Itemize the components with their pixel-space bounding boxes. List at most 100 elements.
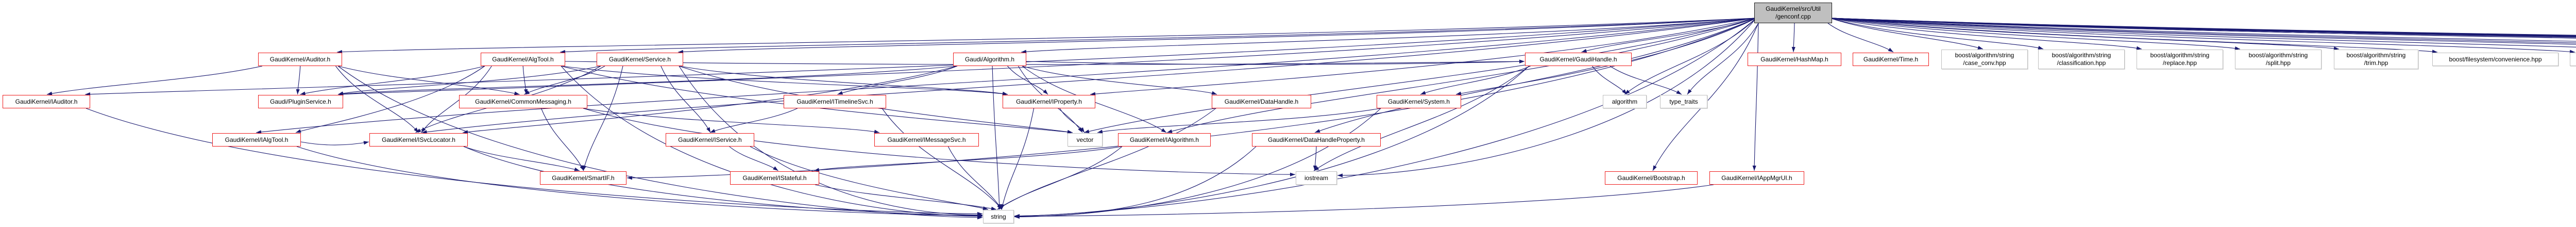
node-ialgorithm-h[interactable]: GaudiKernel/IAlgorithm.h <box>1118 133 1211 147</box>
dependency-edge <box>1455 18 1757 95</box>
dependency-edge <box>1829 18 1984 50</box>
dependency-edge <box>1829 18 2576 47</box>
node-service-h[interactable]: GaudiKernel/Service.h <box>597 53 683 66</box>
dependency-edge <box>336 18 1757 53</box>
dependency-edge-arrowhead <box>1021 50 1027 54</box>
dependency-edge-arrowhead <box>300 91 306 95</box>
dependency-edge-arrowhead <box>421 127 426 133</box>
dependency-edge <box>296 146 983 216</box>
dependency-edge-arrowhead <box>1211 91 1217 95</box>
dependency-edge-arrowhead <box>47 91 53 95</box>
node-algorithm-std: algorithm <box>1603 95 1647 108</box>
dependency-edge-arrowhead <box>2234 46 2240 51</box>
node-classification: boost/algorithm/string /classification.h… <box>2038 50 2125 69</box>
node-bootstrap-h[interactable]: GaudiKernel/Bootstrap.h <box>1605 171 1698 185</box>
dependency-edge-arrowhead <box>1752 165 1756 171</box>
dependency-edge <box>1829 18 2438 53</box>
dependency-edge-arrowhead <box>2038 45 2043 50</box>
dependency-edge <box>1829 18 2044 50</box>
dependency-edge <box>1166 18 1757 133</box>
dependency-edge-arrowhead <box>256 130 262 134</box>
dependency-edge <box>709 108 798 133</box>
dependency-edge <box>882 108 1003 210</box>
dependency-edge-arrowhead <box>1290 172 1295 176</box>
dependency-edge-arrowhead <box>583 165 587 171</box>
node-datahandle-h[interactable]: GaudiKernel/DataHandle.h <box>1212 95 1311 108</box>
node-algtool-h[interactable]: GaudiKernel/AlgTool.h <box>481 53 565 66</box>
dependency-edge-arrowhead <box>1581 48 1587 53</box>
dependency-edge-arrowhead <box>1653 165 1657 171</box>
dependency-edge-arrowhead <box>1977 45 1983 50</box>
dependency-edge-arrowhead <box>1420 91 1426 94</box>
node-ialgtool-h[interactable]: GaudiKernel/IAlgTool.h <box>212 133 301 147</box>
node-iservice-h[interactable]: GaudiKernel/IService.h <box>666 133 754 147</box>
dependency-edge <box>679 66 1008 95</box>
dependency-edge <box>335 66 419 133</box>
dependency-edge <box>86 108 983 214</box>
dependency-edge <box>583 108 880 133</box>
dependency-edge <box>1090 18 1757 95</box>
dependency-edge-arrowhead <box>2136 46 2142 50</box>
dependency-edge-arrowhead <box>1315 129 1320 133</box>
node-iostream: iostream <box>1296 171 1337 185</box>
dependency-edge <box>1021 18 1757 53</box>
dependency-edge-arrowhead <box>338 92 344 96</box>
node-datahandleproperty-h[interactable]: GaudiKernel/DataHandleProperty.h <box>1252 133 1381 147</box>
dependency-edge <box>660 66 711 133</box>
node-gaudihandle-h[interactable]: GaudiKernel/GaudiHandle.h <box>1525 53 1632 66</box>
node-split: boost/algorithm/string /split.hpp <box>2235 50 2321 69</box>
dependency-edge-arrowhead <box>2569 50 2575 54</box>
node-itimelinesvc-h[interactable]: GaudiKernel/ITimelineSvc.h <box>784 95 886 108</box>
node-hashmap-h[interactable]: GaudiKernel/HashMap.h <box>1748 53 1841 66</box>
node-isvclocator-h[interactable]: GaudiKernel/ISvcLocator.h <box>369 133 468 147</box>
node-iproperty-h[interactable]: GaudiKernel/IProperty.h <box>1003 95 1095 108</box>
dependency-edge-arrowhead <box>1080 127 1084 133</box>
node-auditor-h[interactable]: GaudiKernel/Auditor.h <box>258 53 342 66</box>
node-algorithm-h[interactable]: Gaudi/Algorithm.h <box>953 53 1026 66</box>
dependency-edge <box>46 66 263 95</box>
dependency-edge <box>300 141 369 145</box>
dependency-edge-arrowhead <box>2432 50 2437 54</box>
dependency-edge <box>337 66 958 95</box>
dependency-edge <box>837 66 958 95</box>
node-type-traits: type_traits <box>1660 95 1707 108</box>
dependency-edge-arrowhead <box>1067 129 1073 134</box>
dependency-edge <box>1827 23 1894 53</box>
dependency-edge <box>1624 18 1757 95</box>
dependency-edge <box>1014 146 1257 217</box>
dependency-edge <box>1420 66 1531 95</box>
dependency-edge-arrowhead <box>1161 128 1166 133</box>
dependency-edge <box>421 18 1757 133</box>
dependency-edge <box>337 66 601 95</box>
dependency-edge <box>1337 18 1757 176</box>
dependency-edge-arrowhead <box>1622 89 1627 94</box>
dependency-edge <box>463 146 580 171</box>
dependency-edge-arrowhead <box>580 165 584 171</box>
node-iappmgrui-h[interactable]: GaudiKernel/IAppMgrUI.h <box>1709 171 1804 185</box>
node-smartif-h[interactable]: GaudiKernel/SmartIF.h <box>540 171 626 185</box>
node-time-h[interactable]: GaudiKernel/Time.h <box>1853 53 1929 66</box>
node-imessagesvc-h[interactable]: GaudiKernel/IMessageSvc.h <box>874 133 979 147</box>
dependency-edge <box>815 184 997 210</box>
dependency-edge-arrowhead <box>463 130 468 134</box>
dependency-edge-arrowhead <box>1337 173 1343 177</box>
dependency-edge <box>1014 184 1714 217</box>
dependency-edge <box>583 66 623 171</box>
dependency-edge <box>1083 18 1757 133</box>
dependency-edge <box>1313 66 1530 171</box>
node-system-h[interactable]: GaudiKernel/System.h <box>1377 95 1461 108</box>
node-istateful-h[interactable]: GaudiKernel/IStateful.h <box>730 171 819 185</box>
dependency-edge-arrowhead <box>1456 91 1462 95</box>
dependency-edge <box>256 18 1757 133</box>
node-pluginservice-h[interactable]: Gaudi/PluginService.h <box>258 95 343 108</box>
dependency-edge <box>1609 66 1682 95</box>
node-iauditor-h[interactable]: GaudiKernel/IAuditor.h <box>3 95 90 108</box>
dependency-edge <box>295 66 485 133</box>
dependency-edge-arrowhead <box>524 90 530 94</box>
node-commonmessaging-h[interactable]: GaudiKernel/CommonMessaging.h <box>459 95 587 108</box>
dependency-edge <box>997 146 1123 210</box>
dependency-edge-arrowhead <box>574 167 580 171</box>
dependency-edge <box>1014 66 1530 217</box>
